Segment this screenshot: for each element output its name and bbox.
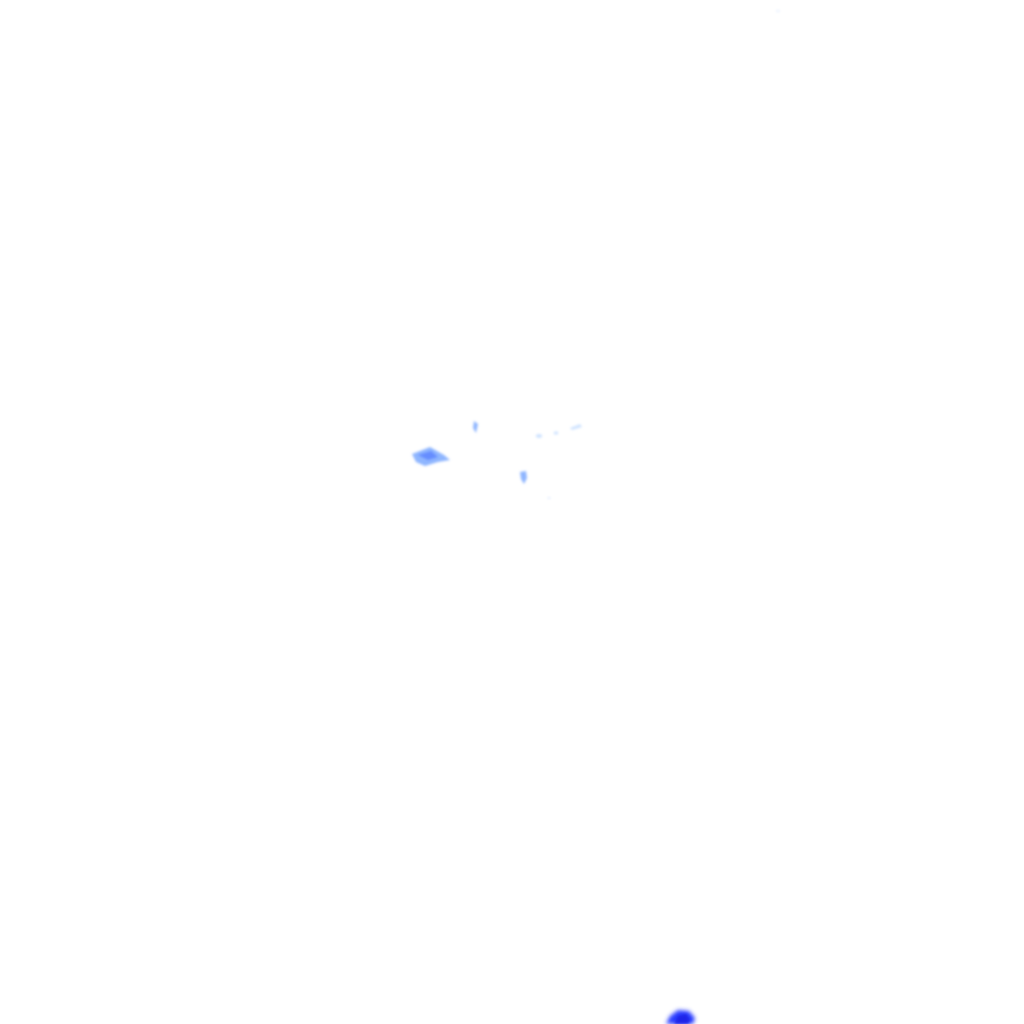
speck-top-right: [776, 9, 780, 13]
island-main-core: [418, 451, 438, 460]
islet-south: [520, 471, 527, 484]
islet-south-far: [547, 496, 551, 500]
feature-bottom-core: [674, 1014, 690, 1024]
islet-north: [473, 421, 478, 433]
islet-east-2: [553, 431, 559, 435]
islet-east-3: [570, 424, 582, 430]
islet-east-1: [535, 434, 543, 438]
